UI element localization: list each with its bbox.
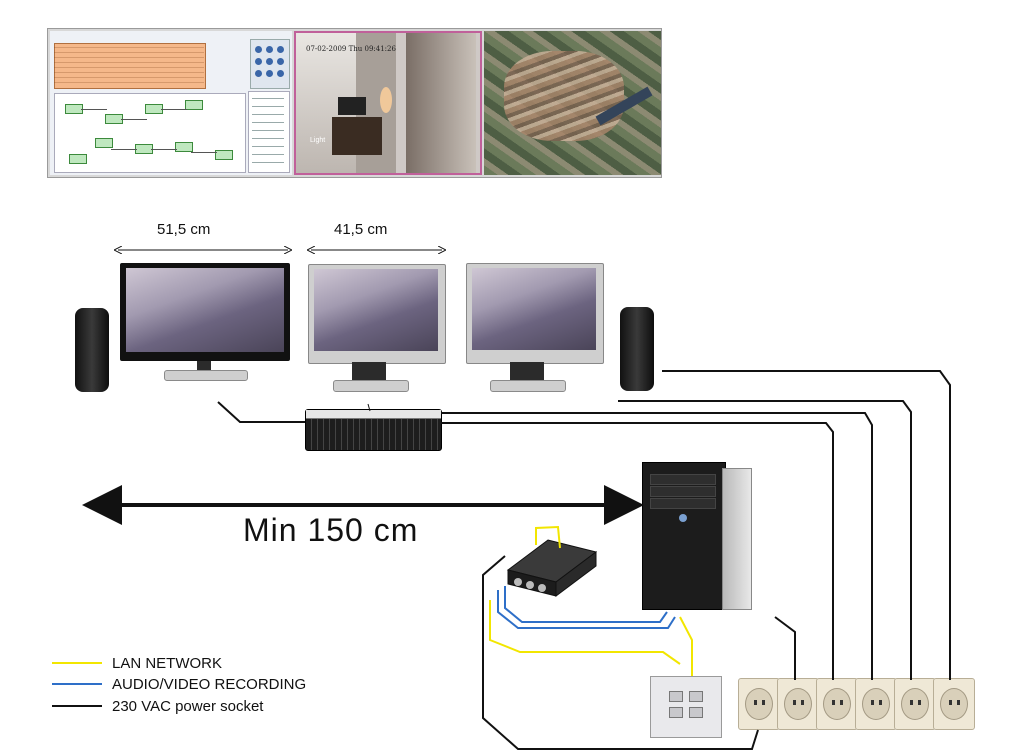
satellite-map-pane	[484, 31, 661, 175]
keypad-panel	[250, 39, 290, 89]
left-speaker	[75, 308, 109, 392]
keyboard-cable-top	[367, 403, 371, 412]
av-cable	[497, 590, 676, 629]
lan-cable	[679, 616, 693, 676]
legend-label-power: 230 VAC power socket	[112, 698, 264, 715]
camera-label: Light	[310, 137, 326, 144]
pc-tower	[642, 462, 752, 610]
camera-view-pane: 07-02-2009 Thu 09:41:26 Light	[294, 31, 482, 175]
camera-timestamp: 07-02-2009 Thu 09:41:26	[306, 45, 396, 53]
lan-wall-plate	[650, 676, 722, 738]
av-cable	[504, 586, 668, 623]
legend-label-lan: LAN NETWORK	[112, 655, 223, 672]
video-encoder	[498, 530, 598, 600]
power-cable	[441, 422, 834, 680]
power-socket	[933, 678, 975, 730]
legend-label-av: AUDIO/VIDEO RECORDING	[112, 676, 307, 693]
lan-cable	[535, 525, 561, 549]
right-speaker	[620, 307, 654, 391]
keyboard-cable	[217, 401, 305, 423]
alarm-table	[54, 43, 206, 89]
lan-cable	[489, 600, 681, 665]
power-socket	[738, 678, 780, 730]
alarm-table-rows	[54, 43, 204, 87]
software-screenshot-strip: 07-02-2009 Thu 09:41:26 Light	[47, 28, 662, 178]
flow-diagram-panel	[54, 93, 246, 173]
power-cable	[441, 412, 873, 680]
power-socket	[855, 678, 897, 730]
properties-panel	[248, 91, 290, 173]
control-software-pane	[50, 31, 292, 175]
power-socket	[777, 678, 819, 730]
power-cable	[662, 370, 951, 680]
power-cable	[482, 555, 759, 750]
power-socket	[894, 678, 936, 730]
keyboard	[305, 409, 442, 451]
large-monitor-width-label: 51,5 cm	[157, 221, 211, 238]
small-monitor-width-label: 41,5 cm	[334, 221, 388, 238]
power-cable	[774, 616, 796, 680]
power-cable	[618, 400, 912, 680]
